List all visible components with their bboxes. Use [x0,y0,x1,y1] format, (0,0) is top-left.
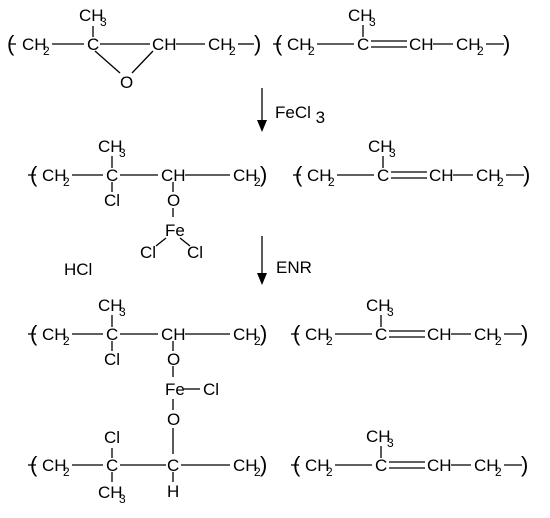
crosslinked-chain-lower: ( CH2 C Cl CH3 C H CH2 ) [28,426,529,506]
reaction-arrow-2: ENR [257,236,312,285]
intermediate-chain: Fe Cl Cl [27,136,531,262]
fecl2-group: Fe Cl Cl [140,208,203,262]
svg-text:CH: CH [208,35,233,54]
svg-text:2: 2 [63,465,70,479]
chlorohydrin-unit [27,295,268,370]
svg-text:3: 3 [119,492,126,506]
epoxide-unit: ( CH2 C CH3 O CH CH2 ) [7,6,261,92]
svg-text:2: 2 [43,44,50,58]
svg-text:Cl: Cl [203,380,219,399]
svg-text:O: O [120,73,133,92]
svg-text:): ) [260,452,267,477]
svg-text:O: O [167,410,180,429]
crosslinked-chain-upper [27,295,529,370]
svg-text:Fe: Fe [165,221,185,240]
isoprene-unit [290,426,529,480]
svg-text:2: 2 [229,44,236,58]
byproduct-hcl: HCl [64,260,92,279]
svg-text:Cl: Cl [104,428,120,447]
chlorohydrin-unit: ( CH2 C Cl CH3 C H CH2 ) [28,428,267,506]
svg-text:C: C [106,456,118,475]
svg-text:2: 2 [254,465,261,479]
reaction-arrow-1: FeCl 3 [257,88,325,132]
reagent-fecl3: FeCl 3 [275,103,325,127]
svg-text:CH: CH [152,35,177,54]
isoprene-unit [272,5,511,59]
isoprene-unit [292,136,531,190]
isoprene-unit [290,295,529,349]
fe-crosslink: Fe Cl O [165,366,219,454]
svg-text:Cl: Cl [187,243,203,262]
svg-text:CH: CH [42,456,67,475]
svg-text:C: C [87,35,99,54]
svg-text:CH: CH [79,6,104,25]
chlorohydrin-unit [27,136,268,211]
svg-text:Cl: Cl [140,243,156,262]
svg-text:): ) [254,31,261,56]
enr-chain: ( CH2 C CH3 O CH CH2 ) [7,5,511,92]
svg-text:Fe: Fe [165,380,185,399]
svg-text:CH: CH [22,35,47,54]
svg-text:C: C [167,456,179,475]
reagent-enr: ENR [276,258,312,277]
svg-text:CH: CH [98,483,123,502]
svg-text:CH: CH [233,456,258,475]
svg-text:H: H [167,482,179,501]
svg-text:3: 3 [100,15,107,29]
